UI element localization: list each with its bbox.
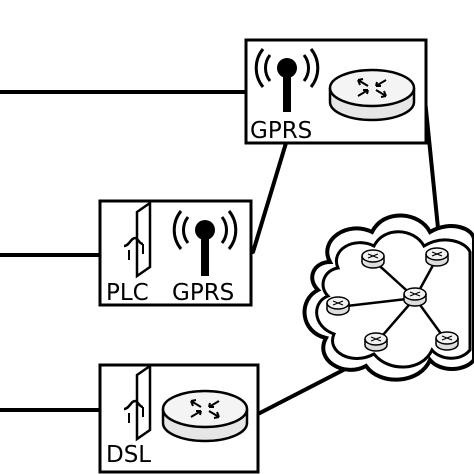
middle-node-box: PLC GPRS <box>98 199 253 307</box>
cloud-network-icon <box>302 213 474 382</box>
plc-coupler-icon <box>123 200 152 279</box>
bottom-node-label: DSL <box>106 442 151 468</box>
router-icon <box>328 68 416 122</box>
top-node-label: GPRS <box>250 118 312 144</box>
cloud-router <box>425 247 449 267</box>
link-bottom-to-cloud <box>254 362 357 417</box>
middle-node-label-plc: PLC <box>106 280 149 306</box>
middle-node-label-gprs: GPRS <box>172 280 234 306</box>
cloud-router <box>364 332 388 352</box>
link-middle-to-top <box>251 141 288 254</box>
plc-coupler-icon <box>123 363 152 442</box>
router-icon <box>161 389 249 443</box>
cloud-router <box>435 331 459 351</box>
antenna-icon <box>254 48 320 112</box>
top-node-box: GPRS <box>244 38 428 145</box>
cloud-router <box>361 249 385 269</box>
bottom-node-box: DSL <box>98 363 260 474</box>
cloud-router-hub <box>403 287 427 307</box>
antenna-icon <box>172 210 238 276</box>
cloud-router <box>326 296 350 316</box>
